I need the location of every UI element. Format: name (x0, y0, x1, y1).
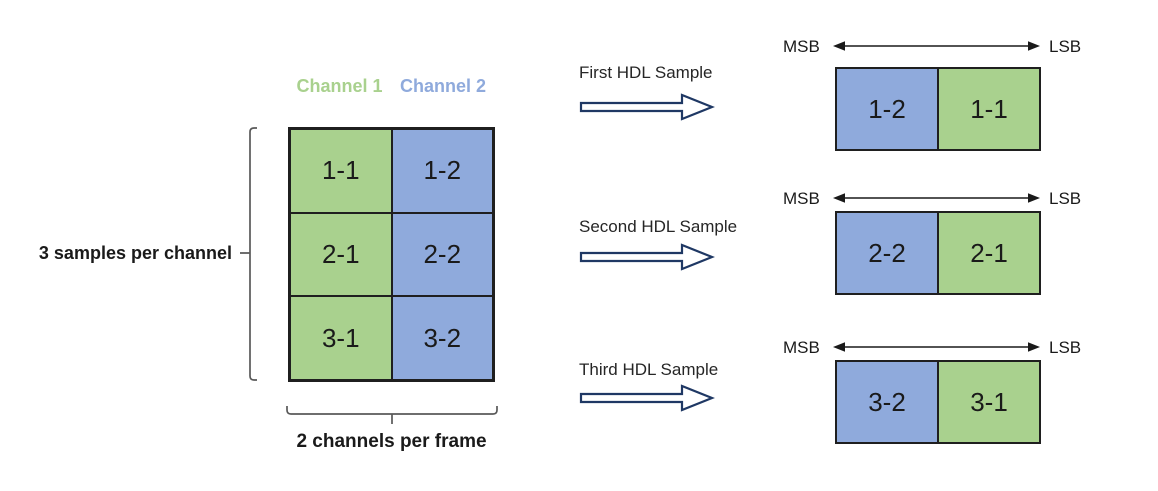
lsb-label: LSB (1049, 189, 1082, 208)
channel-2-header: Channel 2 (399, 76, 487, 96)
sample-cell-lsb: 1-1 (939, 69, 1039, 149)
frame-cell-2-2: 2-2 (391, 212, 493, 297)
bottom-brace-icon (286, 406, 498, 424)
sample-cell-msb: 1-2 (837, 69, 939, 149)
frame-cell-3-1: 3-1 (290, 296, 392, 380)
left-brace-icon (240, 127, 257, 381)
channel-1-header: Channel 1 (296, 76, 383, 96)
msb-label: MSB (783, 338, 820, 357)
frame-cell-2-1: 2-1 (290, 212, 392, 297)
frame-cell-3-2: 3-2 (391, 296, 493, 380)
channel-headers: Channel 1 Channel 2 (288, 76, 495, 97)
block-arrow-icon (579, 93, 715, 121)
frame-cell-1-1: 1-1 (290, 129, 392, 213)
lsb-label: LSB (1049, 37, 1082, 56)
second-hdl-sample-box: 2-2 2-1 (835, 211, 1041, 295)
channels-per-frame-label: 2 channels per frame (296, 431, 487, 452)
block-arrow-icon (579, 384, 715, 412)
frame-grid: 1-1 1-2 2-1 2-2 3-1 3-2 (288, 127, 495, 382)
third-hdl-sample-box: 3-2 3-1 (835, 360, 1041, 444)
msb-lsb-arrow-icon (833, 41, 1040, 51)
msb-label: MSB (783, 189, 820, 208)
msb-lsb-arrow-icon (833, 342, 1040, 352)
frame-cell-1-2: 1-2 (391, 129, 493, 213)
samples-per-channel-label: 3 samples per channel (38, 243, 232, 263)
first-hdl-sample-label: First HDL Sample (579, 63, 713, 82)
second-hdl-sample-label: Second HDL Sample (579, 217, 738, 236)
first-hdl-sample-box: 1-2 1-1 (835, 67, 1041, 151)
msb-lsb-arrow-icon (833, 193, 1040, 203)
msb-label: MSB (783, 37, 820, 56)
lsb-label: LSB (1049, 338, 1082, 357)
third-hdl-sample-label: Third HDL Sample (579, 360, 719, 379)
block-arrow-icon (579, 243, 715, 271)
sample-cell-msb: 2-2 (837, 213, 939, 293)
sample-cell-lsb: 2-1 (939, 213, 1039, 293)
sample-cell-msb: 3-2 (837, 362, 939, 442)
sample-cell-lsb: 3-1 (939, 362, 1039, 442)
